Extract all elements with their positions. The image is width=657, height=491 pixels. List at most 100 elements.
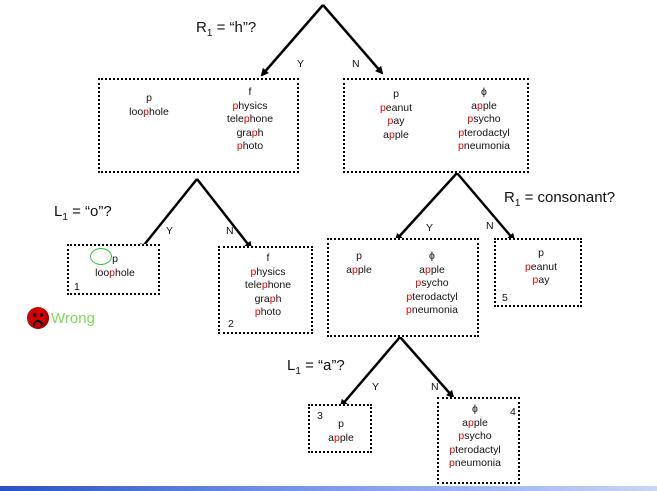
highlighted-letter: p [424,263,431,276]
highlighted-letter: p [532,274,539,286]
edge-n3-no [399,336,455,399]
leaf-node-3 [308,404,372,453]
leaf-number: 5 [502,292,508,304]
highlighted-letter: p [458,140,464,152]
word: photo [236,140,264,152]
question-r1-h: R1 = “h”? [196,19,257,39]
question-l1-a: L1 = “a”? [287,357,345,377]
word: telephone [226,113,274,125]
edge-label-yes: Y [426,222,434,234]
edge-n2-yes [394,172,458,242]
highlighted-letter: p [250,265,257,278]
word: photo [254,306,282,318]
edge-label-yes: Y [166,225,174,237]
column-head: p [393,88,399,100]
word: apple [471,99,497,112]
word: psycho [467,113,501,125]
edge-label-no: N [226,225,234,237]
word: physics [232,99,268,112]
word: apple [419,263,445,276]
edge-label-no: N [431,381,439,393]
column-head: f [248,86,252,98]
word: telephone [244,279,292,291]
tree-node-n1 [98,78,299,173]
question-l1-o: L1 = “o”? [54,203,112,223]
word: loophole [129,105,169,118]
column-head: ϕ [429,250,435,262]
word: psycho [415,277,449,289]
leaf-number: 2 [228,318,234,330]
highlighted-letter: p [415,277,422,289]
highlighted-letter: p [406,304,412,316]
leaf-node-1 [67,244,160,295]
highlighted-letter: p [254,306,261,318]
leaf-number: 4 [510,406,516,418]
edge-label-yes: Y [297,58,305,70]
column-head: p [112,253,118,265]
leaf-number: 1 [74,281,80,293]
highlighted-letter: p [476,99,483,112]
word: pneumonia [449,457,501,469]
word: apple [346,263,372,276]
highlighted-letter: p [458,430,465,442]
highlighted-letter: p [458,126,465,139]
highlighted-letter: p [467,416,474,429]
word: physics [250,265,286,278]
highlighted-letter: p [232,99,239,112]
edge-label-yes: Y [372,381,380,393]
highlighted-letter: p [351,263,358,276]
edge-root-no [322,4,384,75]
highlighted-letter: p [379,101,386,114]
word: pneumonia [458,140,510,152]
word: peanut [379,101,413,114]
edge-n3-yes [339,336,401,408]
highlighted-letter: p [269,292,276,305]
edge-label-no: N [486,220,494,232]
word: pneumonia [406,304,458,316]
question-r1-consonant: R1 = consonant? [504,189,616,209]
edge-label-no: N [352,58,360,70]
tree-node-n3 [327,238,479,337]
word: loophole [95,266,135,279]
highlight-circle [90,248,112,265]
tree-node-n2 [343,78,529,173]
word: apple [383,128,409,141]
word: graph [254,292,282,305]
highlighted-letter: p [387,115,394,127]
leaf-node-4 [437,397,520,484]
column-head: ϕ [472,403,478,415]
bottom-bar [0,486,657,491]
word: pterodactyl [449,443,501,456]
highlighted-letter: p [143,105,149,118]
sad-face-icon [27,307,49,329]
highlighted-letter: p [524,260,531,273]
leaf-node-5 [494,238,582,307]
word: pterodactyl [458,126,510,139]
column-head: p [146,92,152,104]
question-var: R [196,19,207,36]
word: pterodactyl [406,290,458,303]
column-head: p [538,247,544,259]
highlighted-letter: p [109,266,115,279]
highlighted-letter: p [388,128,395,141]
leaf-node-2 [218,246,313,334]
word: peanut [524,260,558,273]
leaf-number: 3 [317,410,323,422]
highlighted-letter: p [406,290,413,303]
wrong-indicator: Wrong [27,304,95,332]
edge-root-yes [260,4,324,77]
word: pay [532,274,550,286]
word: apple [328,431,354,444]
word: psycho [458,430,492,442]
highlighted-letter: p [333,431,340,444]
edge-n1-yes [138,178,198,252]
